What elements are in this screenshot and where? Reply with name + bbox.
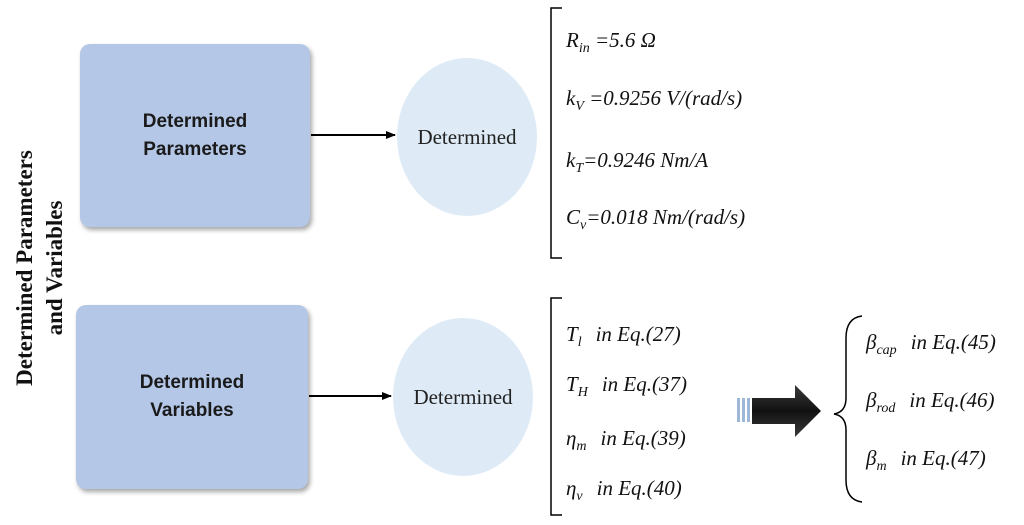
circle-top-label: Determined (417, 124, 517, 149)
beta-symbol: β (866, 446, 877, 470)
determined-circle-top: Determined (397, 58, 537, 216)
parameter-row: Cv=0.018 Nm/(rad/s) (566, 205, 745, 234)
determined-circle-bottom: Determined (393, 318, 533, 476)
variable-row: ηv in Eq.(40) (566, 476, 682, 505)
beta-subscript: rod (876, 401, 896, 417)
beta-value: in Eq.(45) (910, 330, 996, 354)
bracket-variables (550, 297, 562, 516)
box-params-line2: Parameters (143, 138, 247, 160)
parameter-value: =5.6 Ω (589, 28, 656, 52)
parameter-row: kT=0.9246 Nm/A (566, 148, 708, 177)
variable-symbol: T (566, 322, 578, 346)
variable-subscript: l (577, 335, 582, 351)
beta-subscript: cap (876, 343, 897, 359)
parameter-symbol: R (566, 28, 579, 52)
variable-subscript: H (577, 385, 588, 401)
parameter-row: Rin =5.6 Ω (566, 28, 656, 57)
variable-subscript: v (576, 489, 583, 505)
determined-variables-box: Determined Variables (76, 305, 308, 489)
parameter-value: =0.018 Nm/(rad/s) (586, 205, 746, 229)
parameter-value: =0.9256 V/(rad/s) (583, 86, 743, 110)
beta-row: βm in Eq.(47) (866, 446, 986, 475)
parameter-subscript: v (580, 218, 587, 234)
beta-symbol: β (866, 330, 877, 354)
circle-bottom-label: Determined (413, 384, 513, 409)
bracket-parameters (550, 7, 562, 259)
beta-value: in Eq.(46) (909, 388, 995, 412)
variable-symbol: T (566, 372, 578, 396)
variable-value: in Eq.(39) (600, 426, 686, 450)
beta-symbol: β (866, 388, 877, 412)
variable-row: ηm in Eq.(39) (566, 426, 686, 455)
parameter-subscript: T (575, 161, 584, 177)
variable-symbol: η (566, 426, 577, 450)
variable-value: in Eq.(37) (601, 372, 687, 396)
box-vars-line2: Variables (150, 400, 234, 421)
parameter-row: kV =0.9256 V/(rad/s) (566, 86, 742, 115)
parameter-symbol: C (566, 205, 581, 229)
beta-value: in Eq.(47) (900, 446, 986, 470)
variable-symbol: η (566, 476, 577, 500)
box-vars-line1: Determined (139, 372, 245, 393)
parameter-subscript: V (575, 99, 584, 115)
beta-subscript: m (876, 459, 887, 475)
brace-betas (833, 315, 863, 503)
variable-value: in Eq.(27) (595, 322, 681, 346)
parameter-subscript: in (578, 41, 590, 57)
variable-subscript: m (576, 439, 587, 455)
parameter-value: =0.9246 Nm/A (583, 148, 709, 172)
beta-row: βrod in Eq.(46) (866, 388, 995, 417)
variable-row: Tl in Eq.(27) (566, 322, 681, 351)
box-params-line1: Determined (142, 110, 248, 132)
determined-parameters-box: Determined Parameters (80, 44, 310, 227)
parameter-symbol: k (566, 148, 576, 172)
parameter-symbol: k (566, 86, 576, 110)
variable-value: in Eq.(40) (596, 476, 682, 500)
fat-arrow-icon (737, 385, 821, 437)
beta-row: βcap in Eq.(45) (866, 330, 996, 359)
